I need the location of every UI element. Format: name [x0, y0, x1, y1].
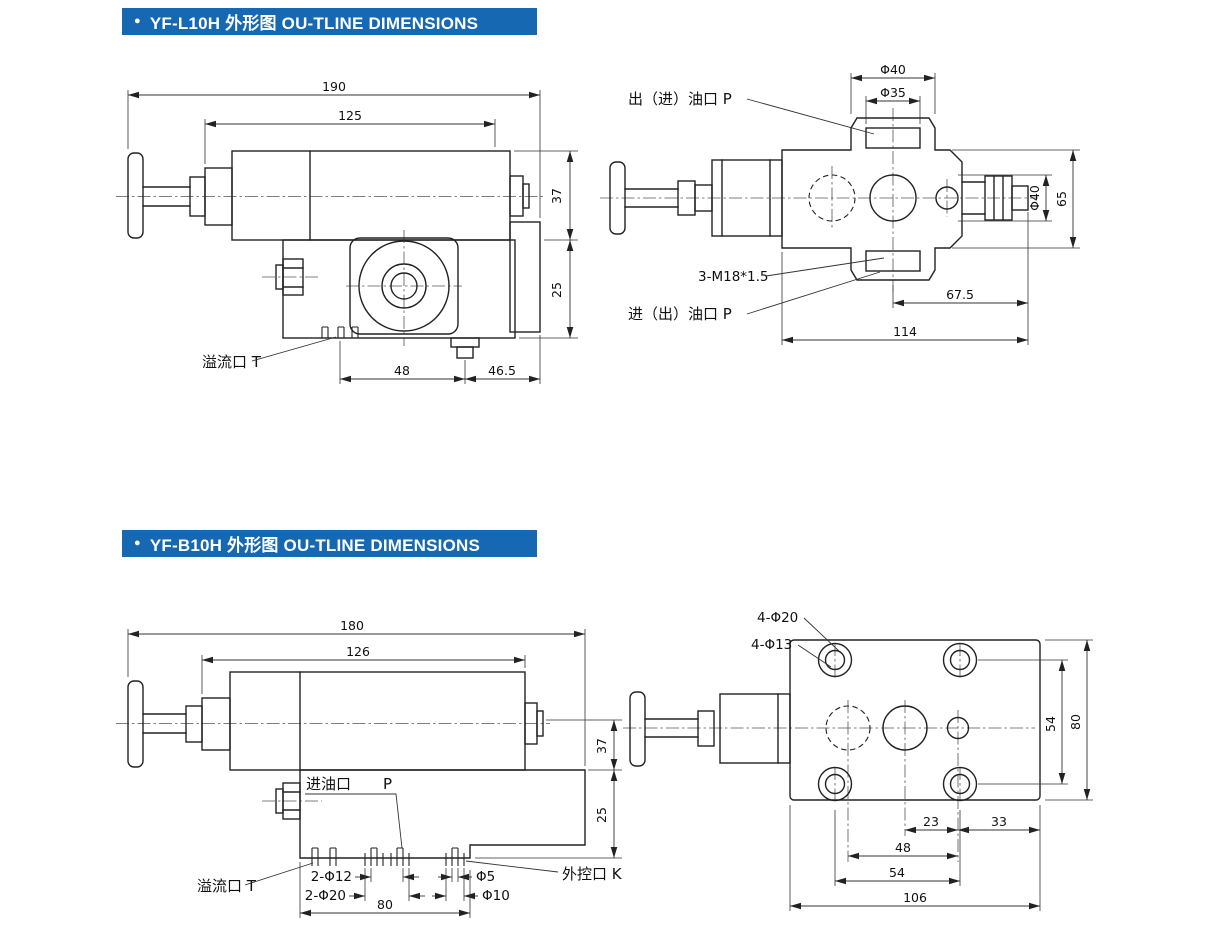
section-header-yf-b10h: ● YF-B10H 外形图 OU-TLINE DIMENSIONS — [122, 530, 537, 557]
hidden-bore-circle — [825, 705, 871, 751]
dim-total-width: 190 — [322, 79, 346, 94]
dim-body-width: 125 — [338, 108, 362, 123]
l10h-side-dimensions: 190 125 37 25 48 46.5 溢流口 T — [127, 79, 578, 384]
b10h-side-dimensions: 进油口 P 180 126 37 25 2-Φ12 — [127, 618, 623, 918]
label-port-out: 出（进）油口 P — [628, 90, 732, 108]
dim-phi35-port: Φ35 — [880, 85, 906, 100]
l10h-topview-outline — [609, 117, 1029, 281]
dim-2phi12: 2-Φ12 — [311, 869, 352, 885]
label-port-in: 进（出）油口 P — [628, 305, 732, 323]
hidden-bore-circle — [808, 174, 856, 222]
dim-plate-width: 106 — [903, 890, 927, 905]
yf-l10h-top-view: Φ40 Φ35 出（进）油口 P 3-M18*1.5 进（出）油口 P Φ40 … — [600, 62, 1080, 345]
section-header-yf-l10h: ● YF-L10H 外形图 OU-TLINE DIMENSIONS — [122, 8, 537, 35]
label-relief-port: 溢流口 T — [202, 353, 262, 371]
dim-phi40-bore: Φ40 — [1027, 185, 1042, 211]
dim-total-width: 180 — [340, 618, 364, 633]
yf-b10h-top-view: 4-Φ20 4-Φ13 54 80 23 33 48 54 106 — [623, 610, 1093, 911]
label-4phi20: 4-Φ20 — [757, 610, 798, 626]
bottom-ports-lines — [311, 847, 465, 866]
dim-upper-height: 37 — [549, 188, 564, 204]
dim-phi5: Φ5 — [476, 869, 495, 885]
yf-l10h-side-view: 190 125 37 25 48 46.5 溢流口 T — [116, 79, 578, 384]
bullet-icon: ● — [134, 537, 141, 549]
label-relief-port: 溢流口 T — [197, 877, 257, 895]
dim-plate-height: 80 — [1068, 714, 1083, 730]
bullet-icon: ● — [134, 15, 141, 27]
dim-lower-height: 25 — [549, 282, 564, 298]
relief-port-hidden-lines — [321, 326, 359, 338]
dim-upper-height: 37 — [594, 738, 609, 754]
dim-bottom-width: 80 — [377, 897, 393, 912]
section-title-yf-b10h: YF-B10H 外形图 OU-TLINE DIMENSIONS — [149, 536, 481, 555]
dim-23: 23 — [923, 814, 939, 829]
dim-lower-height: 25 — [594, 807, 609, 823]
dim-plug-offset: 46.5 — [488, 363, 516, 378]
dim-2phi20: 2-Φ20 — [305, 888, 346, 904]
dim-width-114: 114 — [893, 324, 917, 339]
dim-phi10: Φ10 — [482, 888, 510, 904]
yf-b10h-side-view: 进油口 P 180 126 37 25 2-Φ12 — [116, 618, 623, 918]
label-control-port: 外控口 K — [562, 865, 623, 883]
label-inlet-port-p: P — [383, 775, 392, 793]
dim-offset-675: 67.5 — [946, 287, 974, 302]
section-title-yf-l10h: YF-L10H 外形图 OU-TLINE DIMENSIONS — [149, 14, 479, 33]
label-inlet-port: 进油口 — [306, 775, 351, 793]
dim-port-offset: 48 — [394, 363, 410, 378]
label-thread: 3-M18*1.5 — [698, 269, 769, 285]
b10h-top-dimensions: 4-Φ20 4-Φ13 54 80 23 33 48 54 106 — [751, 610, 1093, 911]
b10h-valve-outline — [127, 671, 586, 859]
label-4phi13: 4-Φ13 — [751, 637, 792, 653]
b10h-topview-outline — [629, 639, 1041, 802]
dim-33: 33 — [991, 814, 1007, 829]
dim-hole-spacing-h: 54 — [889, 865, 905, 880]
dim-48: 48 — [895, 840, 911, 855]
dim-hole-spacing-v: 54 — [1043, 716, 1058, 732]
dim-body-width: 126 — [346, 644, 370, 659]
l10h-valve-outline — [127, 150, 541, 359]
dim-phi40-flange: Φ40 — [880, 62, 906, 77]
l10h-top-dimensions: Φ40 Φ35 出（进）油口 P 3-M18*1.5 进（出）油口 P Φ40 … — [628, 62, 1080, 345]
dim-height-65: 65 — [1054, 191, 1069, 207]
